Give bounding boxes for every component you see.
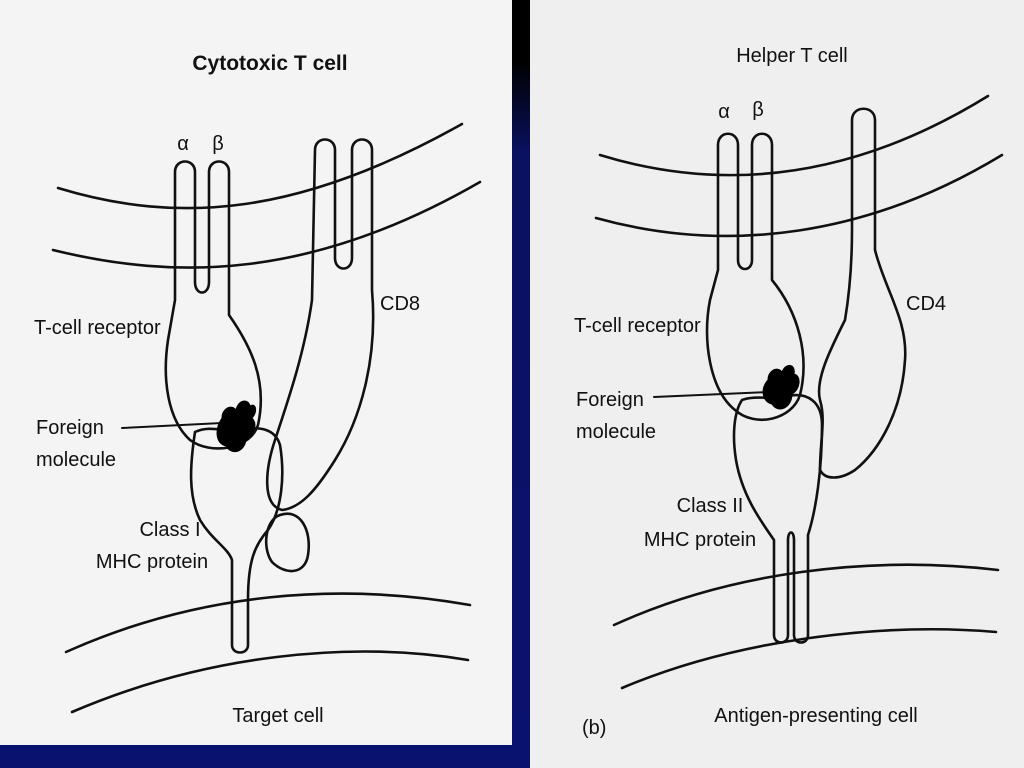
slide-divider [512,0,530,768]
foreign-molecule-leader [653,391,769,398]
mhc-label-line2: MHC protein [96,551,208,573]
beta-chain-label: β [752,99,764,121]
cd4-shape [817,107,907,479]
t-cell-receptor-shape [705,132,805,421]
t-cell-receptor-label: T-cell receptor [574,315,701,337]
t-cell-membrane-outer [56,122,464,210]
helper-t-cell-panel: Helper T cell α β T-cell receptor CD4 Fo… [530,0,1024,768]
class-2-mhc-shape [732,393,824,644]
cytotoxic-diagram: Cytotoxic T cell α β T-cell receptor CD8… [34,52,482,727]
alpha-chain-label: α [177,133,189,155]
t-cell-membrane-inner [594,153,1004,238]
cd8-label: CD8 [380,293,420,315]
foreign-label-line2: molecule [576,421,656,443]
target-membrane-outer [64,592,472,654]
apc-membrane-outer [612,563,1000,627]
mhc-label-line1: Class I [139,519,200,541]
apc-label: Antigen-presenting cell [714,705,917,727]
panel-letter: (b) [582,717,606,739]
cd4-label: CD4 [906,293,946,315]
apc-membrane-inner [620,628,998,690]
mhc-label-line1: Class II [677,495,744,517]
panel-title: Cytotoxic T cell [192,52,347,75]
cytotoxic-t-cell-panel: Cytotoxic T cell α β T-cell receptor CD8… [0,0,512,745]
t-cell-receptor-shape [164,160,263,450]
foreign-label-line1: Foreign [576,389,644,411]
mhc-label-line2: MHC protein [644,529,756,551]
helper-diagram: Helper T cell α β T-cell receptor CD4 Fo… [574,45,1004,739]
cd8-membrane-domain [264,512,311,573]
beta-chain-label: β [212,133,224,155]
foreign-label-line2: molecule [36,449,116,471]
alpha-chain-label: α [718,101,730,123]
foreign-molecule [762,365,800,410]
t-cell-membrane-outer [598,94,990,177]
foreign-molecule [216,400,257,453]
panel-title: Helper T cell [736,45,848,67]
foreign-label-line1: Foreign [36,417,104,439]
t-cell-membrane-inner [51,180,482,269]
target-cell-label: Target cell [232,705,323,727]
cd8-shape [265,138,375,512]
target-membrane-inner [70,650,470,714]
t-cell-receptor-label: T-cell receptor [34,317,161,339]
foreign-molecule-leader [121,422,223,429]
